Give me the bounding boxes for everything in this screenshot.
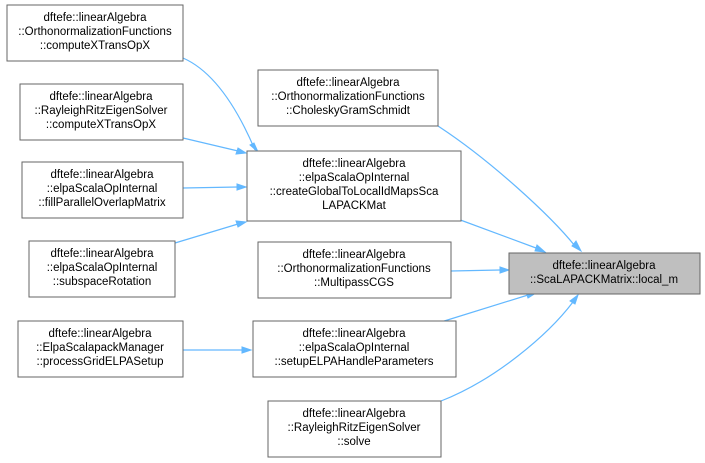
edge-arrow (534, 244, 547, 253)
edge-arrow (236, 183, 248, 191)
node-line: LAPACKMat (322, 200, 387, 212)
edge-arrow (241, 346, 253, 354)
node-line: ::computeXTransOpX (46, 119, 156, 131)
node-line: dftefe::linearAlgebra (303, 249, 407, 261)
node-ortho-compute-xtransopx[interactable]: dftefe::linearAlgebra ::Orthonormalizati… (6, 4, 184, 62)
node-line: ::fillParallelOverlapMatrix (38, 197, 165, 209)
node-rr-solve[interactable]: dftefe::linearAlgebra ::RayleighRitzEige… (267, 400, 442, 458)
edge-create-to-local (454, 217, 537, 249)
node-multipass-cgs[interactable]: dftefe::linearAlgebra ::Orthonormalizati… (257, 241, 452, 299)
edge-multipass-to-local (450, 269, 501, 272)
node-line: ::computeXTransOpX (40, 40, 150, 52)
edge-arrow (569, 293, 579, 305)
node-line: dftefe::linearAlgebra (303, 328, 407, 340)
node-line: dftefe::linearAlgebra (44, 12, 148, 24)
node-line: ::OrthonormalizationFunctions (271, 91, 425, 103)
node-line: dftefe::linearAlgebra (50, 91, 154, 103)
node-scalapack-local-m[interactable]: dftefe::linearAlgebra ::ScaLAPACKMatrix:… (508, 252, 701, 295)
node-line: ::RayleighRitzEigenSolver (35, 105, 168, 117)
node-line: ::subspaceRotation (53, 276, 151, 288)
node-cholesky-gram-schmidt[interactable]: dftefe::linearAlgebra ::Orthonormalizati… (257, 69, 439, 127)
edge-solve-to-local (440, 301, 574, 402)
node-subspace-rotation[interactable]: dftefe::linearAlgebra ::elpaScalaOpInter… (28, 240, 176, 298)
node-line: ::MultipassCGS (314, 277, 394, 289)
node-line: dftefe::linearAlgebra (51, 248, 155, 260)
edge-arrow (249, 142, 259, 153)
node-line: ::createGlobalToLocalIdMapsSca (270, 186, 439, 198)
node-create-global-to-local-id-maps[interactable]: dftefe::linearAlgebra ::elpaScalaOpInter… (246, 150, 462, 222)
node-line: ::elpaScalaOpInternal (299, 172, 410, 184)
node-setup-elpa-handle-parameters[interactable]: dftefe::linearAlgebra ::elpaScalaOpInter… (252, 320, 457, 378)
node-line: ::ScaLAPACKMatrix::local_m (530, 274, 678, 286)
node-line: dftefe::linearAlgebra (49, 328, 153, 340)
edge-setup-to-local (440, 294, 529, 323)
node-line: ::elpaScalaOpInternal (47, 262, 158, 274)
edge-fill-to-create (182, 186, 239, 189)
node-line: ::CholeskyGramSchmidt (286, 105, 411, 117)
node-line: ::OrthonormalizationFunctions (277, 263, 431, 275)
edge-ortho-compute-to-create (182, 57, 256, 151)
node-line: dftefe::linearAlgebra (297, 77, 401, 89)
edge-arrow (499, 266, 511, 274)
edge-rr-compute-to-create (182, 137, 239, 152)
node-line: ::setupELPAHandleParameters (275, 356, 434, 368)
node-fill-parallel-overlap-matrix[interactable]: dftefe::linearAlgebra ::elpaScalaOpInter… (21, 161, 184, 219)
node-line: dftefe::linearAlgebra (303, 408, 407, 420)
edge-subspace-to-create (174, 223, 239, 244)
edge-arrow (235, 147, 248, 155)
node-line: ::solve (337, 436, 370, 448)
node-line: dftefe::linearAlgebra (553, 260, 657, 272)
node-line: ::ElpaScalapackManager (36, 342, 164, 354)
edge-arrow (571, 240, 583, 253)
node-line: ::elpaScalaOpInternal (47, 183, 158, 195)
node-rr-compute-xtransopx[interactable]: dftefe::linearAlgebra ::RayleighRitzEige… (19, 83, 184, 141)
node-line: ::OrthonormalizationFunctions (18, 26, 172, 38)
node-process-grid-elpa-setup[interactable]: dftefe::linearAlgebra ::ElpaScalapackMan… (17, 320, 184, 378)
node-line: ::RayleighRitzEigenSolver (288, 422, 421, 434)
edges (174, 57, 583, 402)
edge-cholesky-to-local (437, 125, 576, 247)
node-line: dftefe::linearAlgebra (51, 169, 155, 181)
node-line: ::processGridELPASetup (37, 356, 164, 368)
edge-arrow (235, 220, 248, 228)
node-line: dftefe::linearAlgebra (303, 158, 407, 170)
node-line: ::elpaScalaOpInternal (299, 342, 410, 354)
